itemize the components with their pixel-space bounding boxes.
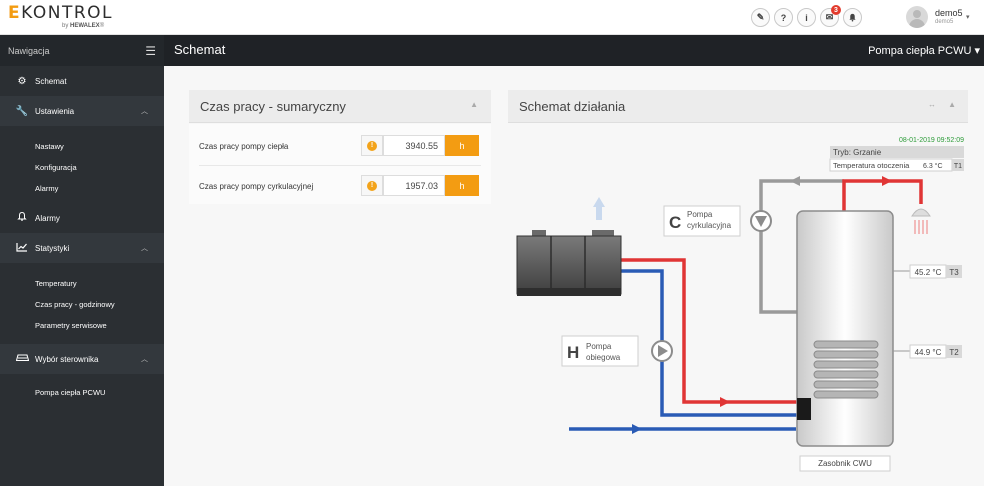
info-icon[interactable]: i bbox=[797, 8, 816, 27]
sidebar-item-wybor-sterownika[interactable]: Wybór sterownika ︿ bbox=[0, 344, 164, 374]
runtime-row-label: Czas pracy pompy ciepła bbox=[199, 142, 289, 151]
pump-h-label-box bbox=[561, 335, 639, 367]
collapse-icon[interactable]: ▲ bbox=[948, 100, 956, 109]
top-icon-group: ✎ ? i ✉3 bbox=[751, 5, 862, 27]
mode-text: Tryb: Grzanie bbox=[833, 148, 882, 157]
sidebar-item-alarmy-sub[interactable]: Alarmy bbox=[35, 184, 59, 193]
runtime-unit: h bbox=[445, 135, 479, 156]
runtime-value: 3940.55 bbox=[383, 135, 445, 156]
sidebar-item-ustawienia[interactable]: 🔧Ustawienia ︿ bbox=[0, 96, 164, 126]
bell-icon bbox=[15, 211, 29, 225]
runtime-panel-title: Czas pracy - sumaryczny bbox=[200, 99, 346, 114]
chart-icon bbox=[15, 242, 29, 255]
page-title-bar: Schemat Pompa ciepła PCWU ▾ bbox=[164, 35, 984, 66]
runtime-panel-header: Czas pracy - sumaryczny ▲ bbox=[189, 90, 491, 123]
collapse-icon[interactable]: ▲ bbox=[470, 100, 478, 109]
heat-pump-unit-icon bbox=[516, 230, 622, 296]
help-icon[interactable]: ? bbox=[774, 8, 793, 27]
chevron-up-icon: ︿ bbox=[141, 245, 148, 252]
circulation-pipe bbox=[759, 179, 844, 314]
runtime-unit: h bbox=[445, 175, 479, 196]
sensor-tag bbox=[952, 159, 964, 171]
supply-pipe bbox=[618, 258, 822, 404]
sensor-tag bbox=[946, 265, 962, 278]
heat-exchanger-coil bbox=[813, 340, 879, 399]
sensor-tag bbox=[946, 345, 962, 358]
mail-icon[interactable]: ✉3 bbox=[820, 5, 841, 27]
sidebar-item-pompa[interactable]: Pompa ciepła PCWU bbox=[35, 388, 106, 397]
caret-down-icon: ▾ bbox=[974, 45, 980, 57]
pump-c-label-box bbox=[663, 205, 741, 237]
pump-c-label-line2: cyrkulacyjna bbox=[687, 221, 732, 230]
runtime-value: 1957.03 bbox=[383, 175, 445, 196]
airflow-up-icon bbox=[593, 197, 605, 220]
sensor-t1: T1 bbox=[954, 163, 962, 170]
flow-arrow-icon bbox=[720, 397, 730, 407]
flow-arrow-icon bbox=[882, 176, 892, 186]
sidebar-item-alarmy[interactable]: Alarmy bbox=[0, 203, 164, 233]
sidebar-item-temperatury[interactable]: Temperatury bbox=[35, 279, 77, 288]
sensor-t2: T2 bbox=[949, 348, 959, 357]
pump-c-letter: C bbox=[669, 213, 681, 232]
chevron-up-icon: ︿ bbox=[141, 356, 148, 363]
hot-water-outlet-pipe bbox=[842, 179, 923, 213]
pump-c-label-line1: Pompa bbox=[687, 210, 713, 219]
tank-connector bbox=[797, 398, 811, 420]
chevron-up-icon: ︿ bbox=[141, 108, 148, 115]
wrench-icon: 🔧 bbox=[15, 105, 29, 117]
schema-panel-header: Schemat działania ↔ ▲ bbox=[508, 90, 968, 123]
shower-icon bbox=[911, 208, 931, 234]
sidebar-item-parametry[interactable]: Parametry serwisowe bbox=[35, 321, 107, 330]
temperature-t3: 45.2 °C bbox=[915, 268, 942, 277]
sidebar-item-konfiguracja[interactable]: Konfiguracja bbox=[35, 163, 77, 172]
page-title: Schemat bbox=[174, 42, 226, 57]
pump-h-letter: H bbox=[567, 343, 579, 362]
main-content: Czas pracy - sumaryczny ▲ Czas pracy pom… bbox=[164, 66, 984, 486]
sidebar-item-czas-pracy[interactable]: Czas pracy - godzinowy bbox=[35, 300, 115, 309]
circulation-pump-icon[interactable] bbox=[750, 210, 772, 232]
expand-icon[interactable]: ↔ bbox=[928, 100, 936, 109]
user-menu-chevron-icon[interactable]: ▾ bbox=[966, 14, 970, 21]
edit-icon[interactable]: ✎ bbox=[751, 8, 770, 27]
avatar[interactable] bbox=[906, 6, 928, 28]
sidebar-item-nastawy[interactable]: Nastawy bbox=[35, 142, 64, 151]
schema-panel-title: Schemat działania bbox=[519, 99, 626, 114]
mail-badge: 3 bbox=[831, 5, 841, 15]
sidebar-header: Nawigacja ☰ bbox=[0, 35, 164, 66]
return-pipe bbox=[618, 269, 797, 417]
heat-pump-diagram: 08-01-2019 09:52:09 Tryb: Grzanie Temper… bbox=[516, 137, 964, 472]
hamburger-icon[interactable]: ☰ bbox=[145, 43, 156, 58]
sidebar: Nawigacja ☰ ⚙Schemat 🔧Ustawienia ︿ Nasta… bbox=[0, 35, 164, 486]
info-icon[interactable]: ! bbox=[361, 135, 383, 156]
cogs-icon: ⚙ bbox=[17, 75, 27, 87]
device-selector[interactable]: Pompa ciepła PCWU ▾ bbox=[868, 45, 980, 57]
hot-water-tank bbox=[796, 210, 894, 447]
logo[interactable]: EKONTROL by HEWALEX® bbox=[8, 3, 113, 30]
sidebar-item-statystyki[interactable]: Statystyki ︿ bbox=[0, 233, 164, 263]
tank-label: Zasobnik CWU bbox=[818, 459, 872, 468]
controller-icon bbox=[15, 353, 29, 365]
mode-box bbox=[830, 146, 964, 158]
pump-h-label-line2: obiegowa bbox=[586, 353, 621, 362]
info-icon[interactable]: ! bbox=[361, 175, 383, 196]
row-divider bbox=[199, 165, 481, 166]
user-subtitle: demo5 bbox=[935, 19, 954, 25]
runtime-row-label: Czas pracy pompy cyrkulacyjnej bbox=[199, 182, 314, 191]
tank-label-box bbox=[799, 455, 891, 472]
sensor-t3: T3 bbox=[949, 268, 959, 277]
pump-h-label-line1: Pompa bbox=[586, 342, 612, 351]
user-name[interactable]: demo5 bbox=[935, 8, 963, 18]
ambient-value: 6.3 °C bbox=[923, 162, 943, 170]
heating-pump-icon[interactable] bbox=[651, 340, 673, 362]
temperature-t2: 44.9 °C bbox=[915, 348, 942, 357]
ambient-label: Temperatura otoczenia bbox=[833, 161, 910, 170]
bell-icon[interactable] bbox=[843, 8, 862, 27]
flow-arrow-icon bbox=[790, 176, 800, 186]
timestamp: 08-01-2019 09:52:09 bbox=[899, 137, 964, 144]
sidebar-item-schemat[interactable]: ⚙Schemat bbox=[0, 66, 164, 96]
top-bar: EKONTROL by HEWALEX® ✎ ? i ✉3 demo5 demo… bbox=[0, 0, 984, 35]
flow-arrow-icon bbox=[632, 424, 642, 434]
